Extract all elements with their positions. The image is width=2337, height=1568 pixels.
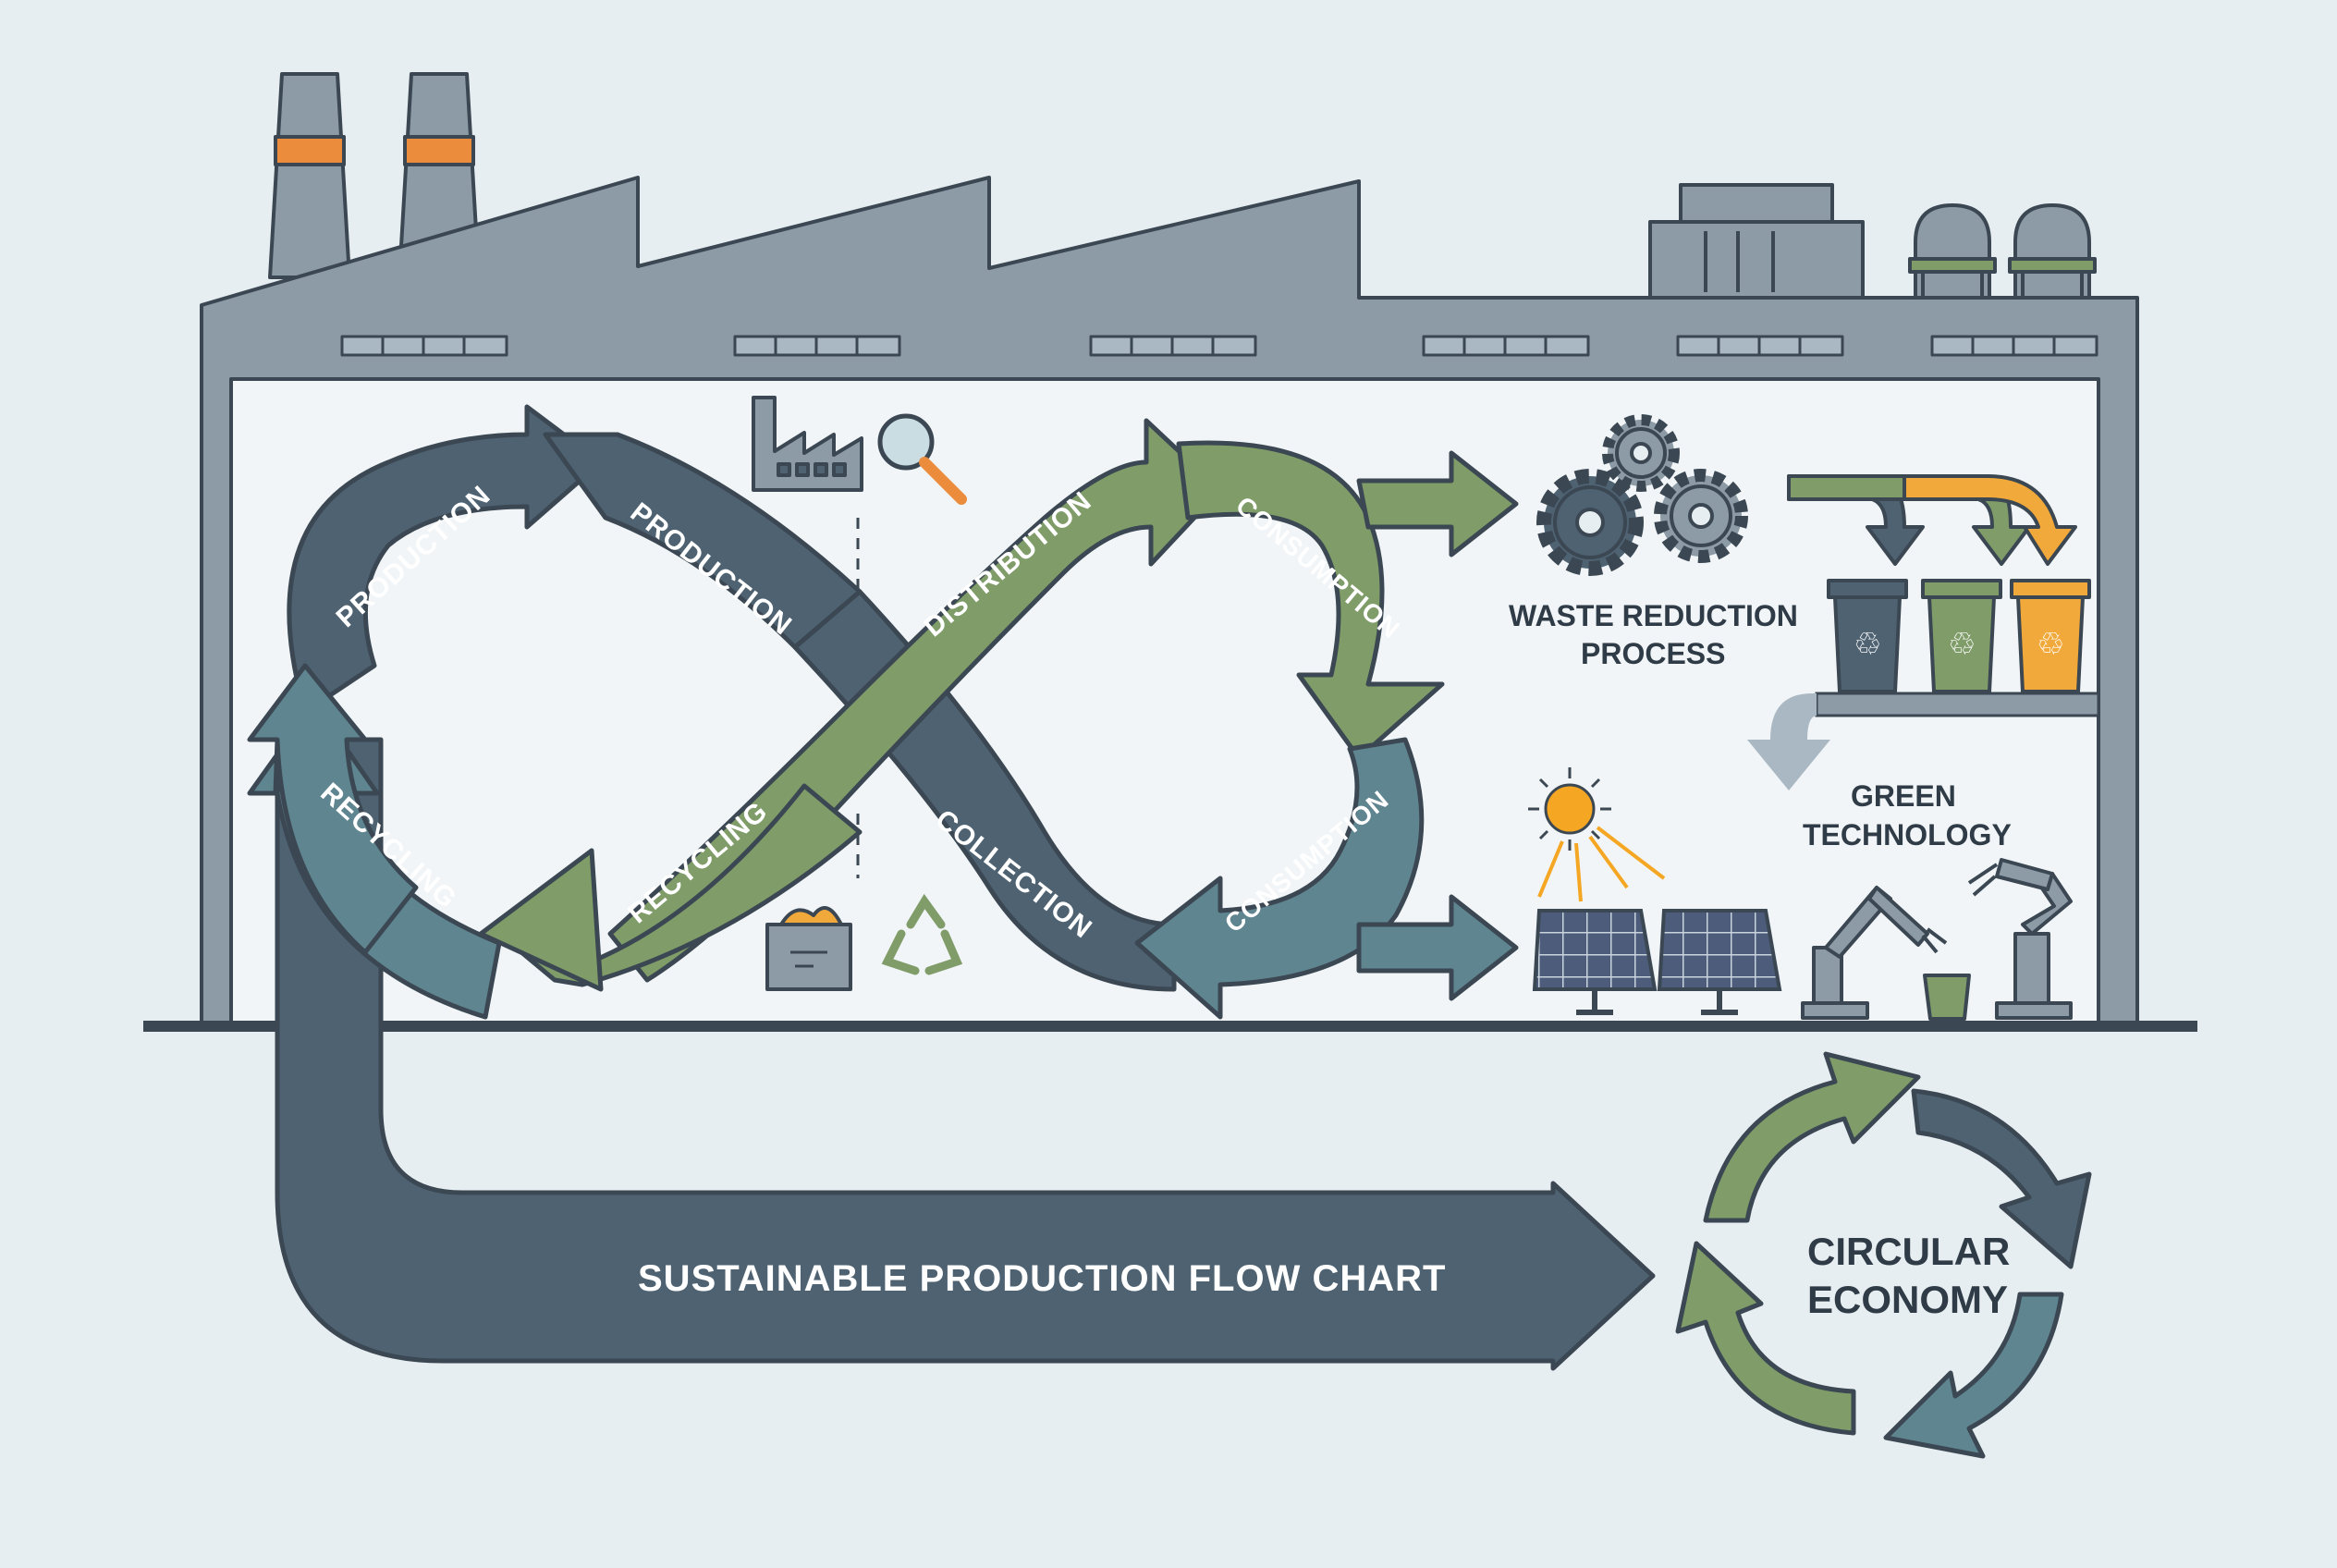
robot-arm-icon [1801, 886, 1948, 1020]
waste-bin-icon: ♲ [2010, 579, 2091, 693]
waste-bins: ♲ ♲ ♲ [1827, 579, 2091, 693]
cup-icon [1923, 974, 1971, 1021]
circular-line1: CIRCULAR [1807, 1230, 2010, 1273]
circular-economy [1675, 1051, 2092, 1459]
solar-panel-icon [1657, 909, 1782, 1015]
sorting-arrows [1787, 474, 2077, 566]
green-tech-line1: GREEN [1851, 779, 1956, 813]
circular-line2: ECONOMY [1807, 1278, 2008, 1321]
waste-bin-icon: ♲ [1827, 579, 1908, 693]
shelf-return-arrow [1747, 692, 2100, 790]
rooftop-units [1648, 183, 2097, 300]
ground-line [143, 1021, 2197, 1032]
arrow-to-waste [1356, 450, 1519, 557]
arrow-recycling-up [247, 663, 419, 955]
infinity-loop [247, 404, 1519, 1020]
cycle-arrow-bottom-left [1675, 1241, 1856, 1436]
recycle-icon [881, 893, 963, 975]
cycle-arrow-top-left [1703, 1051, 1921, 1223]
svg-text:♲: ♲ [2037, 626, 2064, 663]
gear-icon [1536, 469, 1644, 576]
flow-label: SUSTAINABLE PRODUCTION FLOW CHART [638, 1258, 1446, 1299]
svg-text:♲: ♲ [1854, 626, 1881, 663]
sun-icon [1528, 767, 1666, 902]
gear-icon [1654, 469, 1748, 563]
recycle-bin-icon [765, 906, 852, 991]
factory-icon [752, 396, 863, 492]
band-consumption-bottom [1134, 737, 1425, 1020]
band-production-left [287, 404, 604, 715]
waste-title-line1: WASTE REDUCTION [1509, 599, 1798, 632]
cycle-arrow-bottom-right [1883, 1292, 2064, 1459]
arrow-to-green-tech [1356, 894, 1519, 1001]
robot-arm-icon [1967, 858, 2073, 1020]
svg-text:♲: ♲ [1948, 626, 1976, 663]
cycle-arrow-top-right [1911, 1088, 2092, 1269]
band-consumption-top [1176, 440, 1445, 761]
arrowhead-recycling-center [478, 848, 604, 992]
robot-arms [1801, 858, 2073, 1021]
chimney-left [268, 72, 351, 279]
waste-bin-icon: ♲ [1921, 579, 2002, 693]
solar-panel-icon [1532, 909, 1658, 1015]
band-recycling-center [496, 783, 863, 987]
flow-arrow: SUSTAINABLE PRODUCTION FLOW CHART [275, 737, 1656, 1371]
solar-panels [1532, 909, 1782, 1015]
factory-building [200, 72, 2139, 1026]
green-tech-line2: TECHNOLOGY [1803, 818, 2012, 851]
gear-cluster [1536, 414, 1748, 576]
waste-title-line2: PROCESS [1581, 637, 1725, 670]
gear-icon [1602, 414, 1680, 492]
magnifier-icon [877, 413, 967, 505]
